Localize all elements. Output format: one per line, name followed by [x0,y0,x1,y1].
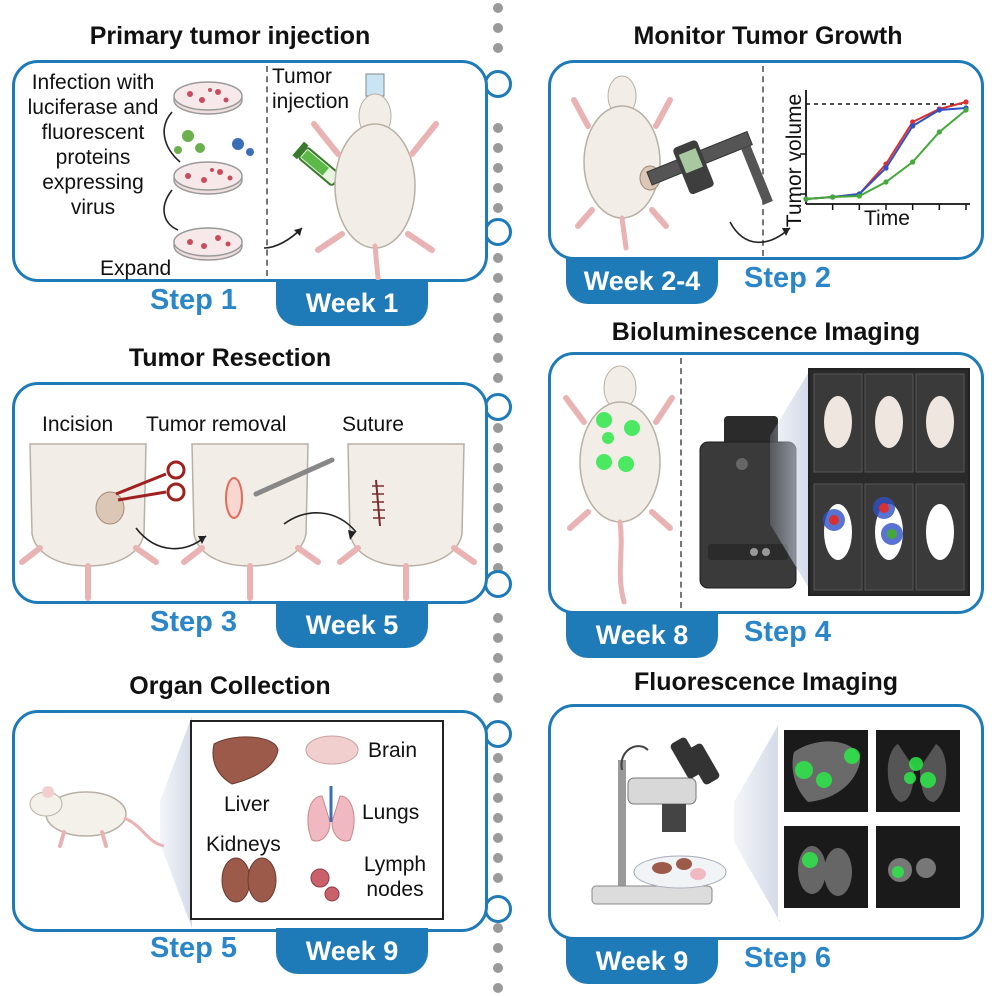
step2-step-label: Step 2 [744,262,832,294]
petri-dishes-illustration [163,81,254,261]
step2-title: Monitor Tumor Growth [633,22,903,50]
step1-step-label: Step 1 [150,284,238,316]
chart-point [963,99,969,105]
kidneys-icon [221,857,277,903]
stereo-microscope-icon [591,737,727,905]
chart-point [936,129,942,135]
organ-kidneys-label: Kidneys [206,833,281,856]
tumor-growth-chart [800,90,970,210]
step6-title: Fluorescence Imaging [634,668,898,696]
chart-point [936,107,942,113]
resection-illustration [19,443,477,601]
organ-brain-label: Brain [368,739,418,762]
chart-series-line-2 [805,107,967,200]
step3-tumor-removal-text: Tumor removal [146,413,287,436]
mouse-supine-step1 [311,73,439,281]
organ-lymph-label: Lymph nodes [363,853,427,901]
organ-liver-label: Liver [224,793,270,816]
organ-illustrations [212,735,359,903]
timeline-node-3 [484,393,512,421]
step2-divider [762,66,764,256]
bli-image-grid [813,373,965,591]
mouse-with-caliper [571,75,773,251]
step4-title: Bioluminescence Imaging [611,318,921,346]
mouse-bioluminescence [563,365,675,605]
step2-arrow [729,221,791,244]
chart-point [910,119,916,125]
liver-icon [212,736,279,785]
timeline-node-2 [484,218,512,246]
chart-point [883,179,889,185]
step6-week-label: Week 9 [566,938,718,984]
timeline-node-1 [484,70,512,98]
chart-xlabel: Time [864,207,910,230]
brain-icon [305,735,359,765]
chart-series-line-3 [805,109,967,200]
step1-title: Primary tumor injection [89,22,371,50]
step4-divider [680,358,682,608]
step1-divider [266,66,268,276]
mouse-side-view [29,786,165,848]
step5-title: Organ Collection [129,672,331,700]
chart-point [963,107,969,113]
step1-week-label: Week 1 [276,280,428,326]
step2-week-label: Week 2-4 [566,258,718,304]
step3-step-label: Step 3 [150,606,238,638]
lungs-icon [307,786,355,842]
chart-point [803,196,809,202]
center-dotted-divider [493,3,503,993]
step1-expand-text: Expand [100,257,172,280]
chart-point [883,165,889,171]
step3-week-label: Week 5 [276,602,428,648]
organ-lungs-label: Lungs [362,801,420,824]
step3-suture-text: Suture [342,413,404,436]
timeline-node-6 [484,895,512,923]
fi-image-grid [784,730,960,908]
step3-title: Tumor Resection [128,344,332,372]
step4-week-label: Week 8 [566,612,718,658]
step5-step-label: Step 5 [150,932,238,964]
chart-ylabel: Tumor volume [783,93,807,228]
chart-point [830,194,836,200]
chart-point [910,159,916,165]
timeline-node-4 [484,570,512,598]
step5-week-label: Week 9 [276,928,428,974]
step1-infection-text: Infection with luciferase and fluorescen… [27,71,159,219]
lymph-nodes-icon [310,868,340,902]
step4-step-label: Step 4 [744,616,832,648]
chart-point [856,193,862,199]
timeline-node-5 [484,720,512,748]
chart-point [910,123,916,129]
step1-tumor-injection-text: Tumor injection [272,65,350,113]
step6-step-label: Step 6 [744,942,832,974]
step1-arrow [263,227,303,249]
step3-incision-text: Incision [42,413,114,436]
